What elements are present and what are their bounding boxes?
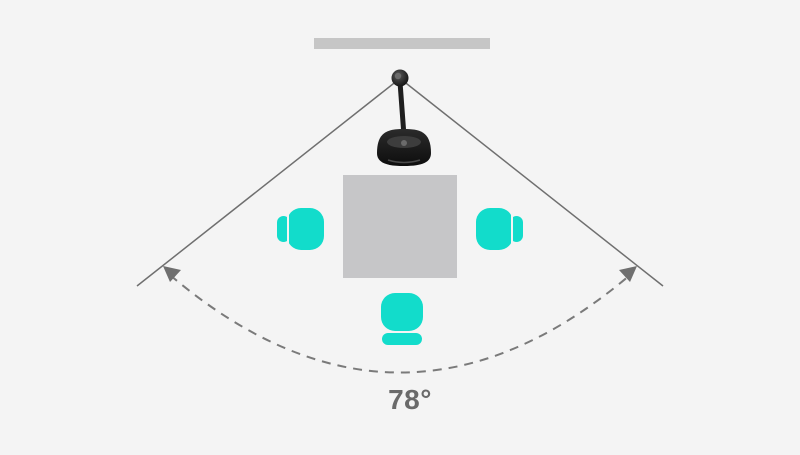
- chair-icon: [381, 293, 423, 345]
- arrowhead-icon: [619, 266, 637, 282]
- arrowhead-icon: [163, 266, 181, 282]
- view-line-left: [136, 79, 399, 287]
- view-line-right: [401, 79, 664, 287]
- display-screen: [314, 38, 490, 49]
- chair-icon: [277, 208, 324, 250]
- chair-icon: [476, 208, 523, 250]
- conference-camera-icon: [377, 69, 431, 166]
- field-of-view-angle-label: 78°: [388, 384, 432, 415]
- table: [343, 175, 457, 278]
